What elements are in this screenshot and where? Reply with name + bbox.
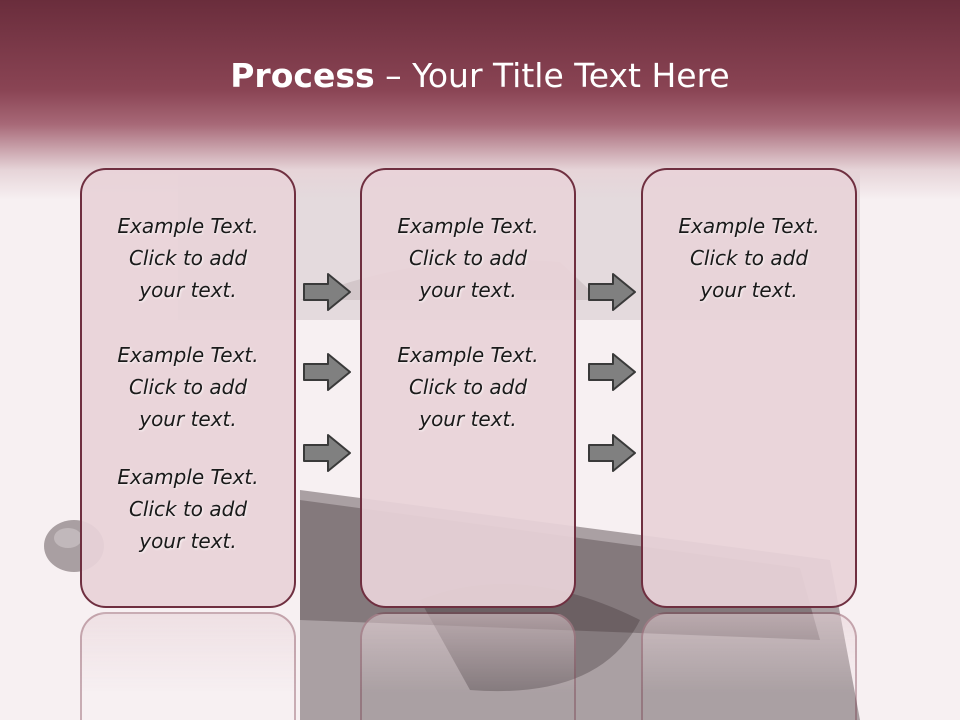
text-line: Example Text. <box>117 343 259 367</box>
text-line: Click to add <box>128 497 248 521</box>
title-banner <box>0 0 960 200</box>
text-line: Example Text. <box>117 214 259 238</box>
text-line: Example Text. <box>678 214 820 238</box>
text-line: Click to add <box>128 375 248 399</box>
right-arrow-icon[interactable] <box>587 272 637 312</box>
right-arrow-icon[interactable] <box>302 433 352 473</box>
text-line: Example Text. <box>397 343 539 367</box>
text-placeholder[interactable]: Example Text. Click to add your text. <box>82 461 294 557</box>
text-line: Example Text. <box>397 214 539 238</box>
text-line: Click to add <box>128 246 248 270</box>
process-card-2[interactable]: Example Text. Click to add your text. Ex… <box>360 168 576 608</box>
card-reflection <box>641 612 857 720</box>
right-arrow-icon[interactable] <box>587 433 637 473</box>
process-card-1[interactable]: Example Text. Click to add your text. Ex… <box>80 168 296 608</box>
right-arrow-icon[interactable] <box>302 352 352 392</box>
card-reflection <box>360 612 576 720</box>
text-line: your text. <box>139 278 237 302</box>
text-line: your text. <box>419 278 517 302</box>
slide-title[interactable]: Process – Your Title Text Here <box>0 56 960 95</box>
text-line: your text. <box>700 278 798 302</box>
text-placeholder[interactable]: Example Text. Click to add your text. <box>362 339 574 435</box>
right-arrow-icon[interactable] <box>302 272 352 312</box>
text-line: Click to add <box>689 246 809 270</box>
card-reflection <box>80 612 296 720</box>
text-line: your text. <box>419 407 517 431</box>
text-line: Click to add <box>408 375 528 399</box>
process-card-3[interactable]: Example Text. Click to add your text. <box>641 168 857 608</box>
text-line: your text. <box>139 407 237 431</box>
text-placeholder[interactable]: Example Text. Click to add your text. <box>82 339 294 435</box>
text-line: Example Text. <box>117 465 259 489</box>
right-arrow-icon[interactable] <box>587 352 637 392</box>
text-placeholder[interactable]: Example Text. Click to add your text. <box>82 210 294 306</box>
text-placeholder[interactable]: Example Text. Click to add your text. <box>362 210 574 306</box>
text-placeholder[interactable]: Example Text. Click to add your text. <box>643 210 855 306</box>
text-line: your text. <box>139 529 237 553</box>
text-line: Click to add <box>408 246 528 270</box>
title-rest-text: – Your Title Text Here <box>374 56 730 95</box>
title-bold-text: Process <box>230 56 375 95</box>
